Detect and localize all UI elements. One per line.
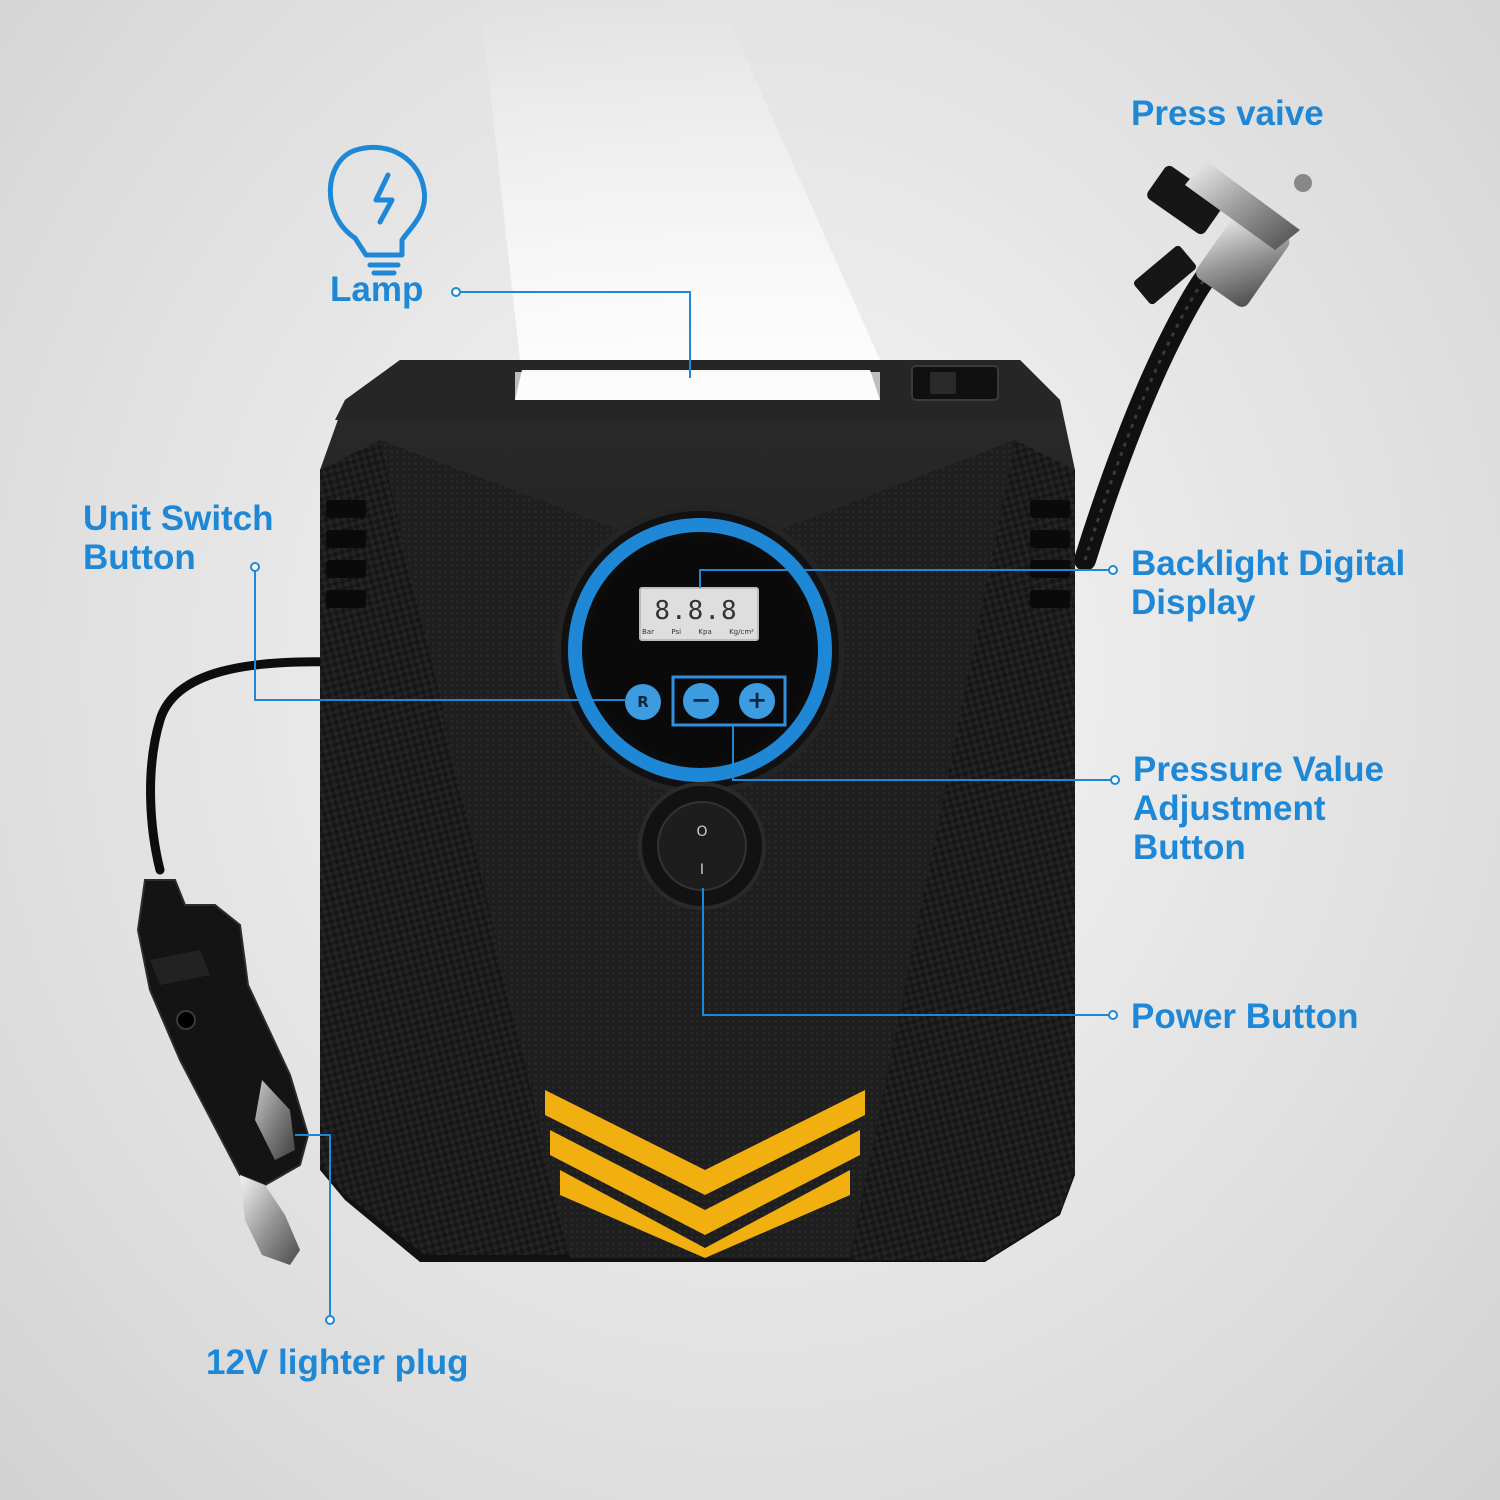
minus-key <box>683 683 719 719</box>
reset-key <box>625 684 661 720</box>
callout-lamp: Lamp <box>330 270 423 309</box>
callout-unit-switch: Unit Switch Button <box>83 499 274 577</box>
valve-chuck <box>1134 160 1312 307</box>
side-vents <box>326 500 1070 608</box>
lcd-reading: 8.8.8 <box>654 596 738 626</box>
callout-unit-switch-line: Button <box>83 538 196 577</box>
unit-label: Kpa <box>698 628 712 636</box>
callout-lamp-line: Lamp <box>330 270 424 309</box>
callout-backlight-display: Backlight Digital Display <box>1131 544 1405 622</box>
right-panel <box>850 440 1075 1260</box>
callout-lighter-plug-line: 12V lighter plug <box>206 1343 469 1382</box>
lcd-units: Bar Psi Kpa Kg/cm² <box>642 628 754 636</box>
minus-key-label[interactable]: − <box>690 686 712 714</box>
callout-power-button: Power Button <box>1131 997 1358 1036</box>
leader-lines <box>254 291 1115 1318</box>
switch-off-mark[interactable]: O <box>696 824 708 840</box>
left-panel <box>320 440 570 1255</box>
callout-unit-switch-line: Unit Switch <box>83 499 274 538</box>
air-hose <box>1074 249 1231 571</box>
callout-pressure-adjust: Pressure Value Adjustment Button <box>1133 750 1384 867</box>
callout-pressure-adjust-line: Button <box>1133 828 1246 867</box>
unit-label: Kg/cm² <box>729 628 754 636</box>
unit-label: Psi <box>671 628 682 636</box>
plus-key <box>739 683 775 719</box>
callout-backlight-display-line: Backlight Digital <box>1131 544 1406 583</box>
lightbulb-lightning-icon <box>327 144 428 276</box>
callout-lighter-plug: 12V lighter plug <box>206 1343 469 1382</box>
callout-power-button-line: Power Button <box>1131 997 1359 1036</box>
unit-label: Bar <box>642 628 654 636</box>
adjust-key-frame <box>671 675 787 727</box>
leader-dots <box>250 287 1120 1325</box>
callout-backlight-display-line: Display <box>1131 583 1256 622</box>
lighter-plug <box>136 879 310 1265</box>
callout-pressure-adjust-line: Adjustment <box>1133 789 1326 828</box>
switch-on-mark[interactable]: I <box>699 862 705 878</box>
power-cord <box>146 657 340 875</box>
callout-press-valve: Press vaive <box>1131 94 1324 133</box>
plus-key-label[interactable]: + <box>746 686 768 714</box>
lamp-beam <box>480 0 880 360</box>
callout-pressure-adjust-line: Pressure Value <box>1133 750 1384 789</box>
reset-key-label[interactable]: R <box>637 693 649 711</box>
callout-press-valve-line: Press vaive <box>1131 94 1324 133</box>
yellow-chevrons <box>545 1090 865 1258</box>
